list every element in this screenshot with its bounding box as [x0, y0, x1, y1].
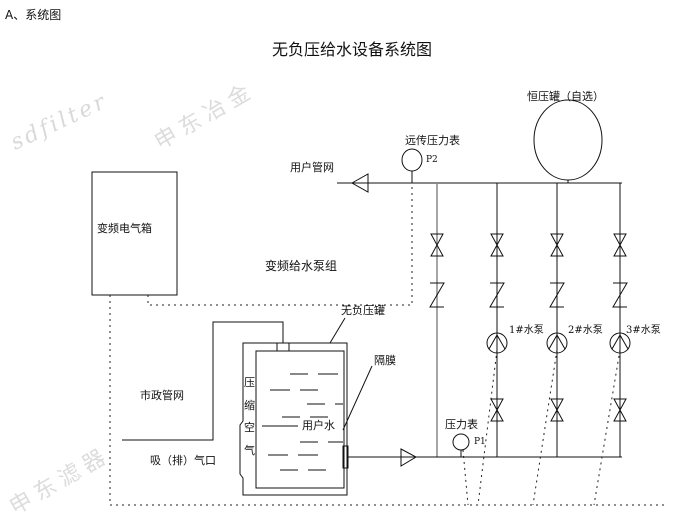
gate-valve-icon	[490, 233, 504, 257]
municipal-label: 市政管网	[140, 388, 184, 402]
pump-2-label: 2#水泵	[568, 324, 603, 336]
pump-1-label: 1#水泵	[509, 324, 544, 336]
remote-gauge-label: 远传压力表	[405, 133, 460, 147]
check-valve-icon	[429, 282, 445, 308]
watermarks: sdfilter 申东冶金 申东滤器	[6, 78, 261, 521]
section-label: A、系统图	[5, 8, 61, 22]
nonneg-tank-label: 无负压罐	[341, 303, 385, 317]
diaphragm-label: 隔膜	[374, 354, 396, 367]
user-network-label: 用户管网	[290, 160, 334, 174]
bypass-fittings	[429, 233, 445, 308]
pump-3-label: 3#水泵	[626, 324, 661, 336]
diaphragm-bladder	[255, 350, 345, 489]
compressed-air-char: 缩	[244, 399, 255, 412]
control-box-label: 变频电气箱	[97, 221, 152, 235]
flow-arrow-right-icon	[400, 448, 418, 467]
pump-triangle-icon	[548, 333, 566, 350]
pump-icon	[486, 332, 508, 354]
pump-triangle-icon	[488, 333, 506, 350]
pressure-gauge-p2-icon	[401, 148, 423, 172]
pump-icon	[609, 332, 631, 354]
pump-group-label: 变频给水泵组	[265, 258, 337, 273]
pressure-gauge-p1-icon	[452, 433, 470, 451]
gate-valve-icon	[550, 233, 564, 257]
diagram-title: 无负压给水设备系统图	[272, 40, 432, 59]
flow-arrow-left-icon	[350, 173, 369, 193]
compressed-air-char: 空	[244, 420, 255, 434]
watermark: 申东冶金	[151, 78, 261, 156]
pump-column-3	[609, 183, 631, 457]
gate-valve-icon	[430, 233, 444, 257]
user-water-label: 用户水	[302, 418, 335, 432]
air-port-label: 吸（排）气口	[150, 453, 216, 467]
nonneg-pressure-tank	[239, 342, 348, 496]
watermark: sdfilter	[7, 89, 112, 156]
check-valve-icon	[489, 282, 505, 308]
signal-line-p2	[147, 183, 413, 306]
compressed-air-char: 压	[244, 376, 255, 389]
gate-valve-icon	[613, 233, 627, 257]
pump-column-2	[546, 183, 568, 457]
constant-pressure-tank	[533, 99, 603, 181]
pump-column-1	[486, 183, 508, 457]
compressed-air-char: 气	[244, 443, 255, 457]
water-level-lines	[262, 373, 343, 471]
constant-tank-label: 恒压罐（自选）	[527, 90, 604, 103]
gate-valve-icon	[490, 398, 504, 422]
pump-triangle-icon	[611, 333, 629, 350]
check-valve-icon	[549, 282, 565, 308]
gauge-label: 压力表	[445, 417, 478, 431]
p2-label: P2	[426, 155, 438, 165]
check-valve-icon	[612, 282, 628, 308]
p1-label: P1	[474, 437, 486, 447]
watermark: 申东滤器	[6, 443, 116, 521]
pump-columns	[486, 183, 631, 457]
signal-line-pumps	[109, 295, 665, 506]
gate-valve-icon	[613, 398, 627, 422]
pump-icon	[546, 332, 568, 354]
control-box	[91, 171, 178, 296]
gate-valve-icon	[550, 398, 564, 422]
municipal-pipe	[122, 321, 284, 441]
